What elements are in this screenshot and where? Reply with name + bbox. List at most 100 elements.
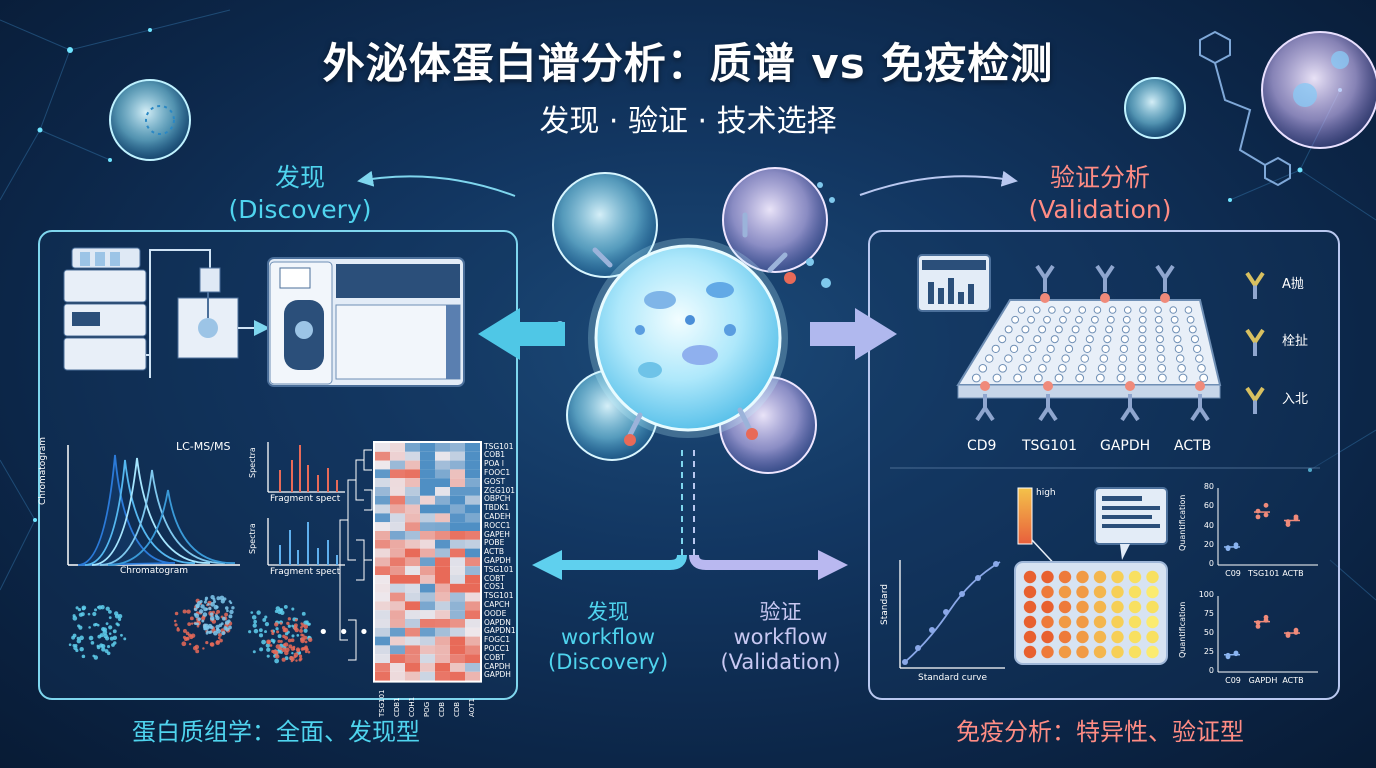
plate-well (1175, 354, 1185, 363)
detection-antibody (1190, 406, 1202, 422)
heatmap-cell (390, 619, 405, 628)
cloud-point (176, 628, 180, 632)
plate-well (1015, 335, 1024, 344)
heatmap-cell (405, 601, 420, 611)
cloud-point (283, 604, 288, 609)
cloud-point (181, 641, 187, 647)
heatmap-cell (435, 671, 450, 681)
heatmap-gene-label: GOST (484, 476, 506, 486)
detection-antibody (983, 406, 995, 422)
validation-workflow-word: workflow (733, 625, 828, 649)
antigen-dot (1043, 381, 1053, 391)
cloud-point (303, 628, 308, 633)
cloud-point (291, 607, 295, 611)
cloud-point (224, 612, 229, 617)
plate-well (1156, 354, 1166, 363)
cloud-point (274, 650, 279, 655)
lcms-label: LC-MS/MS (176, 440, 231, 453)
heatmap-cell (390, 557, 405, 567)
plate-well (1155, 325, 1164, 334)
heatmap-cell (465, 610, 480, 619)
cloud-point (209, 642, 215, 647)
plate-well (985, 354, 994, 363)
cloud-point (258, 628, 263, 633)
cloud-point (197, 617, 202, 621)
cloud-point (80, 612, 85, 617)
heatmap-cell (420, 495, 435, 505)
plate-well (1118, 354, 1128, 363)
heatmap-cell (375, 495, 390, 505)
heatmap-cell (390, 663, 405, 672)
plate-well (1013, 373, 1023, 383)
heatmap-cell (420, 557, 435, 567)
heatmap-cell (390, 487, 405, 496)
capture-antibody (1163, 264, 1175, 280)
heat-high-label: high (1036, 488, 1056, 498)
cloud-point (104, 649, 109, 653)
cloud-point (209, 615, 215, 621)
dotplot-category: ACTB (1282, 569, 1304, 578)
heatmap-cell (435, 619, 450, 628)
plate-well (1023, 354, 1032, 363)
cloud-point (231, 606, 235, 610)
discovery-workflow-label: 发现 workflow (Discovery) (548, 600, 668, 675)
heatmap-cell (405, 557, 420, 567)
cloud-point (279, 640, 283, 643)
dotplot-category: C09 (1225, 676, 1241, 685)
antigen-dot (980, 381, 990, 391)
plate-well (1137, 354, 1147, 363)
plate-well (1121, 325, 1130, 334)
plate-well (1004, 325, 1013, 334)
heatmap-cell (435, 443, 450, 452)
cloud-point (270, 629, 274, 633)
heatmap-gene-label: ROCC1 (484, 520, 511, 530)
color-well (1146, 630, 1159, 644)
plate-well (1137, 373, 1147, 383)
plate-well (1157, 373, 1167, 383)
heatmap-cell (420, 645, 435, 655)
cloud-point (220, 622, 224, 626)
dotplot-category: TSG101 (1248, 569, 1280, 578)
validation-workflow-arrow (689, 554, 820, 570)
cloud-point (174, 611, 179, 616)
plate-well (1038, 325, 1047, 334)
cloud-point (114, 613, 120, 619)
plate-well (1120, 335, 1129, 344)
plate-well (1095, 373, 1105, 383)
heatmap-gene-label: POCC1 (484, 643, 510, 653)
plate-well (1138, 325, 1147, 334)
cloud-point (209, 630, 213, 634)
spectra2-ylabel: Spectra (248, 523, 257, 554)
color-well (1093, 585, 1107, 599)
heatmap-cell (390, 645, 405, 655)
dotplot-point (1225, 654, 1231, 660)
cloud-point (277, 634, 282, 639)
heatmap-cell (465, 636, 480, 646)
cloud-point (205, 640, 209, 645)
cloud-point (200, 616, 206, 621)
cloud-point (79, 635, 84, 641)
plate-well (1048, 306, 1056, 314)
color-well (1023, 570, 1037, 584)
cloud-point (265, 643, 271, 648)
detection-antibody (1046, 406, 1058, 422)
heatmap-cell (450, 495, 465, 505)
heatmap-cell (465, 557, 480, 567)
heatmap-cell (405, 575, 420, 584)
antigen-dot (1160, 293, 1170, 303)
heatmap-gene-label: COB1 (484, 450, 506, 460)
heatmap-cell (390, 539, 405, 549)
antigen-dot (1125, 381, 1135, 391)
chromatogram-plot (67, 445, 240, 566)
plate-well (1027, 315, 1035, 324)
chromatogram-xlabel: Chromatogram (120, 566, 189, 576)
cloud-point (295, 659, 298, 662)
heatmap-cell (375, 601, 390, 611)
cloud-point (287, 617, 292, 621)
plate-well (1117, 363, 1127, 373)
plate-well (1156, 344, 1165, 354)
color-well (1041, 615, 1054, 629)
color-well (1076, 615, 1089, 629)
cloud-point (308, 637, 313, 643)
cloud-point (195, 649, 200, 654)
